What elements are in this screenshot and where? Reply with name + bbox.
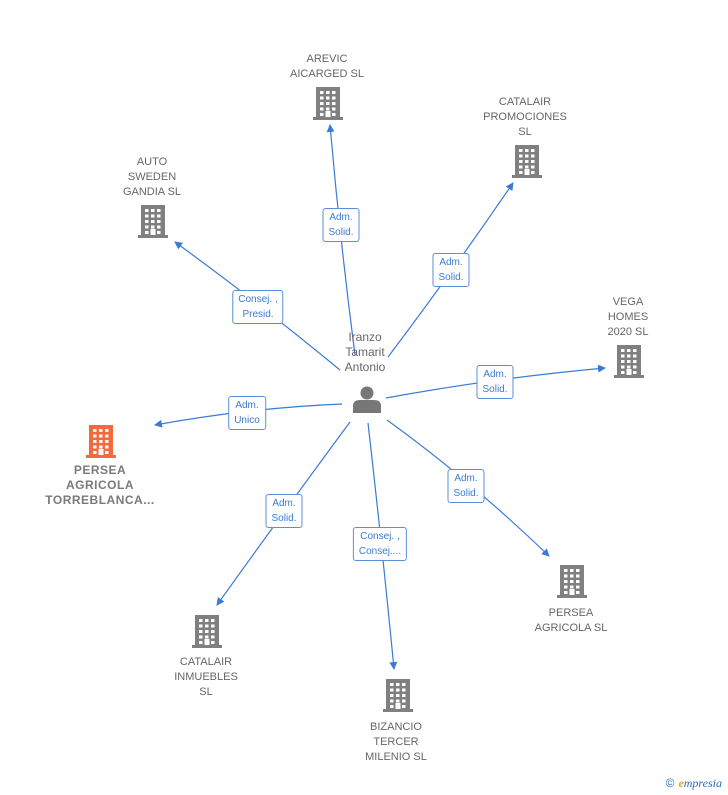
- center-person-label[interactable]: Iranzo Tamarit Antonio: [344, 330, 386, 374]
- edge-label-arevic[interactable]: Adm. Solid.: [322, 208, 360, 242]
- building-icon-catalair-promo[interactable]: [512, 145, 542, 178]
- edge-label-catalair-promo[interactable]: Adm. Solid.: [432, 253, 470, 287]
- edge-label-persea-torre[interactable]: Adm. Unico: [228, 396, 266, 430]
- edge-label-vega[interactable]: Adm. Solid.: [476, 365, 514, 399]
- building-icon-persea-torre[interactable]: [86, 425, 116, 458]
- node-label-catalair-inm[interactable]: CATALAIR INMUEBLES SL: [174, 656, 238, 698]
- icons-layer: [86, 87, 644, 712]
- node-label-persea[interactable]: PERSEA AGRICOLA SL: [534, 607, 608, 634]
- person-icon[interactable]: [353, 386, 381, 414]
- building-icon-persea[interactable]: [557, 565, 587, 598]
- building-icon-vega[interactable]: [614, 345, 644, 378]
- copyright-icon: ©: [665, 776, 675, 790]
- node-label-vega[interactable]: VEGA HOMES 2020 SL: [607, 296, 649, 338]
- edge-label-auto-sweden[interactable]: Consej. , Presid.: [232, 290, 284, 324]
- brand-e: e: [678, 776, 684, 790]
- node-label-persea-torre[interactable]: PERSEA AGRICOLA TORREBLANCA...: [45, 463, 155, 507]
- building-icon-arevic[interactable]: [313, 87, 343, 120]
- brand-name: mpresia: [683, 776, 722, 790]
- building-icon-auto-sweden[interactable]: [138, 205, 168, 238]
- node-label-arevic[interactable]: AREVIC AICARGED SL: [290, 53, 364, 80]
- edge-label-catalair-inm[interactable]: Adm. Solid.: [265, 494, 303, 528]
- node-label-catalair-promo[interactable]: CATALAIR PROMOCIONES SL: [483, 96, 567, 138]
- edge-label-bizancio[interactable]: Consej. , Consej....: [352, 527, 408, 561]
- node-label-auto-sweden[interactable]: AUTO SWEDEN GANDIA SL: [122, 156, 182, 198]
- edge-label-persea[interactable]: Adm. Solid.: [447, 469, 485, 503]
- building-icon-bizancio[interactable]: [383, 679, 413, 712]
- building-icon-catalair-inm[interactable]: [192, 615, 222, 648]
- edges-layer: [154, 124, 606, 670]
- footer-brand: ©empresia: [666, 776, 722, 791]
- node-label-bizancio[interactable]: BIZANCIO TERCER MILENIO SL: [365, 721, 427, 763]
